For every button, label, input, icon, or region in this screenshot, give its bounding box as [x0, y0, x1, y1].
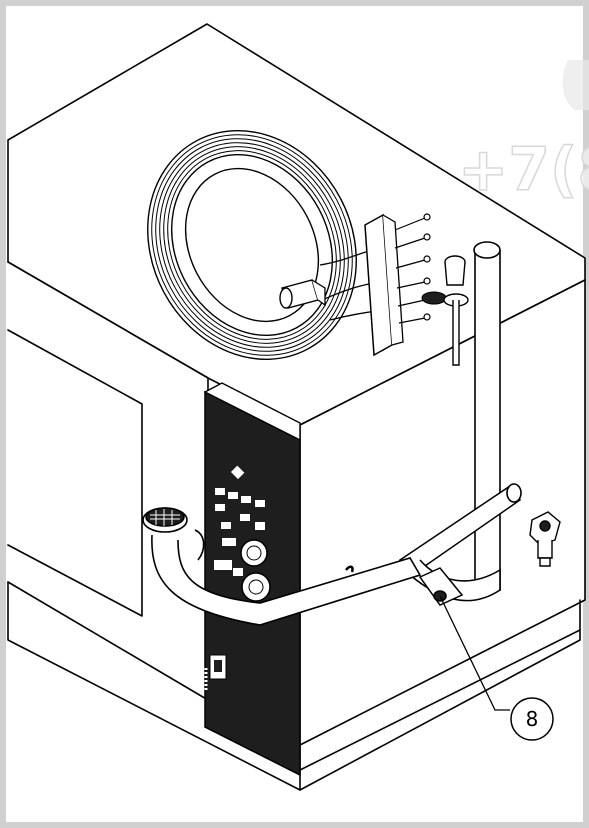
diamond-icon [230, 465, 245, 480]
key-11[interactable] [233, 568, 243, 576]
control-panel [203, 382, 301, 777]
key-8[interactable] [255, 522, 265, 530]
callout-label-8: 8 [526, 707, 539, 731]
upper-knob[interactable] [240, 539, 268, 567]
watermark-text: +7(8 [458, 135, 589, 205]
key-4[interactable] [255, 500, 265, 507]
door-window [7, 329, 143, 617]
lower-knob[interactable] [241, 572, 271, 602]
callout-8: 8 [439, 595, 554, 741]
key-9[interactable] [222, 538, 236, 546]
drain-pipe [142, 241, 522, 626]
probe [443, 255, 469, 366]
key-3[interactable] [241, 496, 251, 503]
key-5[interactable] [215, 504, 225, 511]
key-6[interactable] [240, 514, 250, 521]
coiled-hose [147, 130, 386, 360]
watermark-shape [562, 60, 589, 110]
hose-connector [279, 279, 326, 309]
side-hook [345, 565, 354, 573]
callout-leader [439, 595, 510, 711]
key-7[interactable] [221, 522, 231, 529]
callout-circle [510, 697, 554, 741]
key-10[interactable] [214, 560, 232, 570]
water-valve [529, 511, 561, 567]
key-2[interactable] [228, 492, 238, 499]
terminal-block [364, 213, 447, 357]
key-1[interactable] [215, 488, 225, 495]
